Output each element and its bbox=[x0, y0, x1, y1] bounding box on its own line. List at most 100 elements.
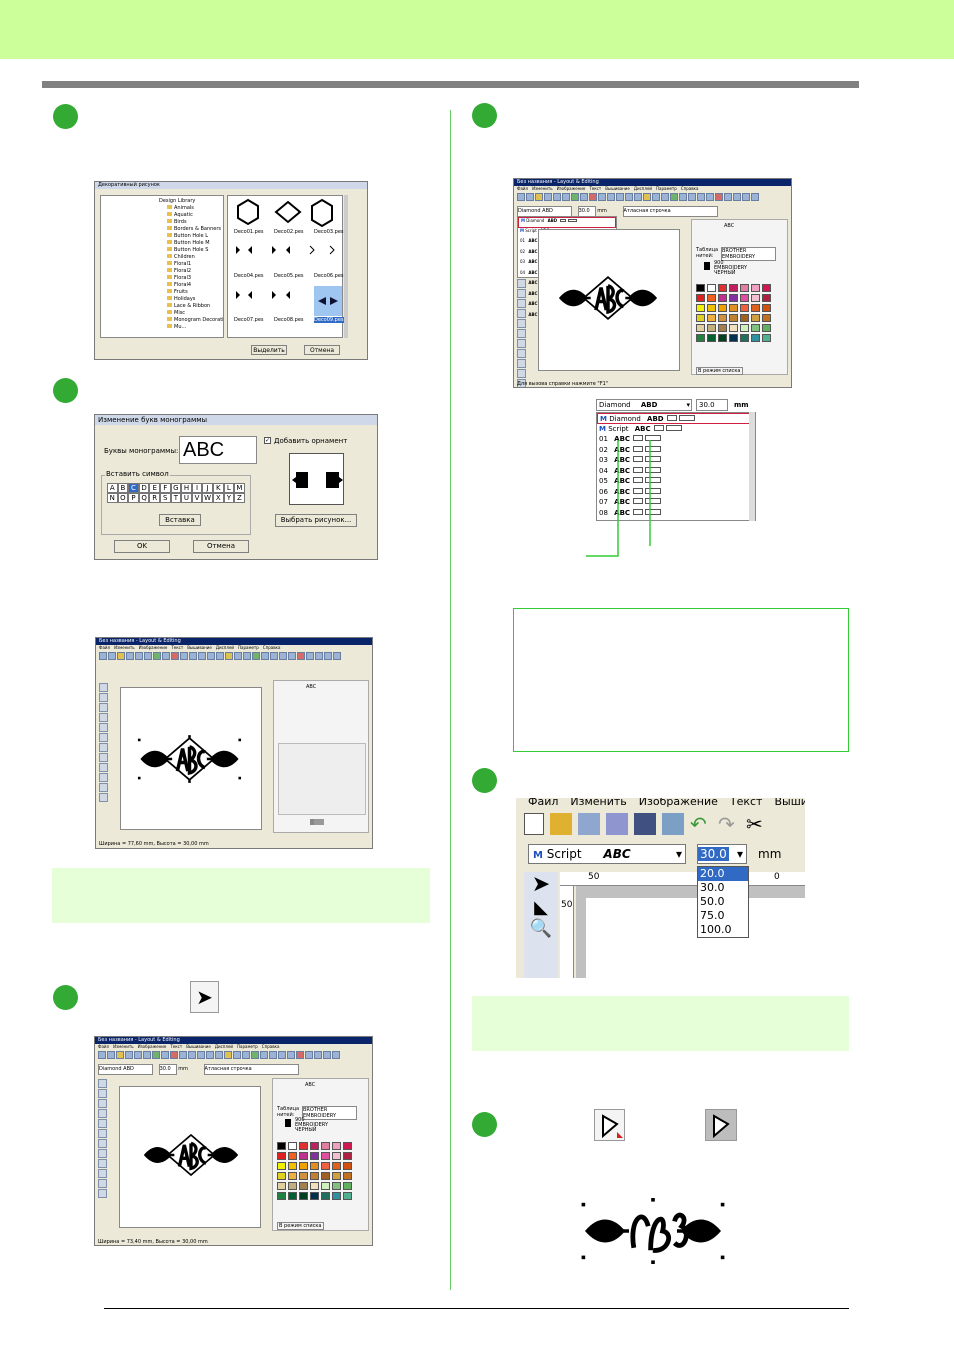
toolbar-icon[interactable] bbox=[207, 652, 215, 660]
size-select[interactable]: 30.0 ▾ bbox=[697, 844, 747, 864]
toolbar-icon[interactable] bbox=[288, 652, 296, 660]
thread-table-select[interactable]: BROTHER EMBROIDERY bbox=[721, 247, 776, 261]
tool-icon[interactable] bbox=[98, 1169, 107, 1178]
size-select[interactable]: 30.0 bbox=[696, 399, 728, 411]
color-swatch[interactable] bbox=[299, 1172, 308, 1180]
color-swatch[interactable] bbox=[718, 324, 727, 332]
tool-icon[interactable] bbox=[517, 319, 526, 328]
point-edit-icon[interactable]: ◣ bbox=[534, 897, 548, 918]
toolbar-icon[interactable] bbox=[98, 1051, 106, 1059]
color-swatch[interactable] bbox=[277, 1152, 286, 1160]
color-swatch[interactable] bbox=[751, 334, 760, 342]
color-swatch[interactable] bbox=[696, 334, 705, 342]
toolbar-icon[interactable] bbox=[296, 1051, 304, 1059]
symbol-key[interactable]: U bbox=[181, 493, 192, 503]
decor-thumbnails[interactable] bbox=[228, 196, 344, 339]
font-list-item[interactable]: 03 ABC bbox=[597, 455, 755, 466]
tool-icon[interactable] bbox=[517, 369, 526, 378]
toolbar-icon[interactable] bbox=[126, 652, 134, 660]
color-swatch[interactable] bbox=[740, 334, 749, 342]
color-swatch[interactable] bbox=[707, 334, 716, 342]
symbol-key[interactable]: I bbox=[191, 483, 203, 493]
toolbar-icon[interactable] bbox=[661, 193, 669, 201]
color-swatch[interactable] bbox=[718, 284, 727, 292]
toolbar-icon[interactable] bbox=[135, 652, 143, 660]
color-swatch[interactable] bbox=[332, 1192, 341, 1200]
toolbar-icon[interactable] bbox=[625, 193, 633, 201]
color-swatch[interactable] bbox=[751, 284, 760, 292]
color-swatch[interactable] bbox=[762, 304, 771, 312]
selection-handle[interactable] bbox=[137, 776, 141, 780]
color-swatch[interactable] bbox=[299, 1162, 308, 1170]
toolbar-icon[interactable] bbox=[297, 652, 305, 660]
toolbar-icon[interactable] bbox=[324, 652, 332, 660]
tool-icon[interactable] bbox=[517, 299, 526, 308]
toolbar-icon[interactable] bbox=[715, 193, 723, 201]
color-swatch[interactable] bbox=[343, 1192, 352, 1200]
menu-item[interactable]: Дисплей bbox=[633, 186, 652, 191]
toolbar-icon[interactable] bbox=[116, 1051, 124, 1059]
size-select[interactable]: 30.0 bbox=[158, 1064, 177, 1075]
tool-icon[interactable] bbox=[98, 1129, 107, 1138]
toolbar-icon[interactable] bbox=[670, 193, 678, 201]
toolbar-icon[interactable] bbox=[305, 1051, 313, 1059]
toolbar-icon[interactable] bbox=[598, 193, 606, 201]
toolbar-icon[interactable] bbox=[544, 193, 552, 201]
folder-item[interactable]: Floral2 bbox=[167, 268, 223, 275]
color-swatch[interactable] bbox=[740, 284, 749, 292]
toolbar-icon[interactable] bbox=[206, 1051, 214, 1059]
color-swatch[interactable] bbox=[718, 314, 727, 322]
symbol-key[interactable]: O bbox=[117, 493, 129, 503]
color-swatch[interactable] bbox=[321, 1192, 330, 1200]
font-select[interactable]: M Script ABC ▾ bbox=[528, 844, 686, 864]
cancel-button[interactable]: Отмена bbox=[304, 345, 340, 355]
toolbar-icon[interactable] bbox=[99, 652, 107, 660]
folder-item[interactable]: Button Hole L bbox=[167, 233, 223, 240]
folder-item[interactable]: Button Hole S bbox=[167, 247, 223, 254]
symbol-key[interactable]: W bbox=[202, 493, 213, 503]
menu-item[interactable]: Вышивание bbox=[187, 645, 212, 650]
design-canvas[interactable] bbox=[586, 898, 805, 978]
color-swatch[interactable] bbox=[740, 294, 749, 302]
tool-icon[interactable] bbox=[98, 1159, 107, 1168]
folder-item[interactable]: Children bbox=[167, 254, 223, 261]
symbol-key[interactable]: Z bbox=[234, 493, 245, 503]
ok-button[interactable]: OK bbox=[114, 540, 170, 553]
font-list-item[interactable]: 08 ABC bbox=[597, 508, 755, 519]
toolbar-icon[interactable] bbox=[261, 652, 269, 660]
export-icon[interactable] bbox=[606, 813, 628, 835]
toolbar-icon[interactable] bbox=[306, 652, 314, 660]
color-swatch[interactable] bbox=[696, 314, 705, 322]
menu-item[interactable]: Вышивание bbox=[186, 1044, 211, 1049]
font-list-item[interactable]: 07 ABC bbox=[597, 497, 755, 508]
color-swatch[interactable] bbox=[299, 1182, 308, 1190]
menu-item[interactable]: Дисплей bbox=[215, 645, 234, 650]
color-swatch[interactable] bbox=[321, 1162, 330, 1170]
font-list-item[interactable]: 05 ABC bbox=[597, 476, 755, 487]
cancel-button[interactable]: Отмена bbox=[193, 540, 249, 553]
pane-tab[interactable]: ABC bbox=[306, 684, 317, 690]
toolbar-icon[interactable] bbox=[562, 193, 570, 201]
font-list-scrollbar[interactable] bbox=[749, 412, 755, 521]
toolbar-icon[interactable] bbox=[751, 193, 759, 201]
file-label[interactable]: Deco02.pes bbox=[274, 229, 304, 235]
save-icon[interactable] bbox=[634, 813, 656, 835]
select-arrow-icon[interactable]: ➤ bbox=[190, 981, 219, 1013]
color-swatch[interactable] bbox=[740, 324, 749, 332]
chevron-down-icon[interactable]: ▾ bbox=[675, 847, 682, 861]
folder-item[interactable]: Floral1 bbox=[167, 261, 223, 268]
pane-tab[interactable]: ABC bbox=[724, 223, 735, 229]
color-swatch[interactable] bbox=[277, 1192, 286, 1200]
color-swatch[interactable] bbox=[751, 314, 760, 322]
font-list-item[interactable]: 06 ABC bbox=[597, 487, 755, 498]
color-swatch[interactable] bbox=[321, 1152, 330, 1160]
menu-item[interactable]: Параметр bbox=[238, 645, 259, 650]
toolbar-icon[interactable] bbox=[224, 1051, 232, 1059]
symbol-key[interactable]: V bbox=[191, 493, 203, 503]
toolbar-icon[interactable] bbox=[742, 193, 750, 201]
selection-handle[interactable] bbox=[137, 738, 141, 742]
toolbar-icon[interactable] bbox=[697, 193, 705, 201]
symbol-key[interactable]: D bbox=[138, 483, 150, 493]
list-mode-button[interactable]: В режим списка bbox=[277, 1222, 324, 1230]
